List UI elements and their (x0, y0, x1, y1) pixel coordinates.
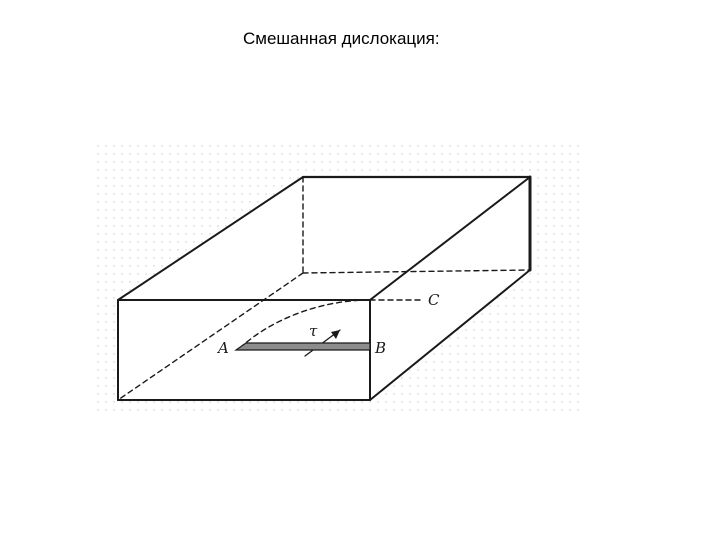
box-right-face (370, 177, 530, 400)
hidden-back-bottom-edge (302, 269, 531, 274)
label-tau: τ (309, 322, 318, 340)
box-top-right-edge (369, 176, 531, 301)
box-top-face (118, 177, 530, 300)
shear-arrow-head (331, 330, 340, 339)
dislocation-curve-a-to-c (239, 299, 371, 349)
label-point-a: A (216, 339, 229, 357)
label-point-c: C (428, 291, 440, 309)
box-bottom-right-edge (369, 269, 531, 401)
slip-region-strip (234, 342, 371, 351)
hidden-left-bottom-edge (117, 272, 304, 401)
box-top-left-edge (117, 176, 304, 301)
label-point-b: B (374, 339, 386, 357)
slide-title: Смешанная дислокация: (243, 29, 440, 48)
